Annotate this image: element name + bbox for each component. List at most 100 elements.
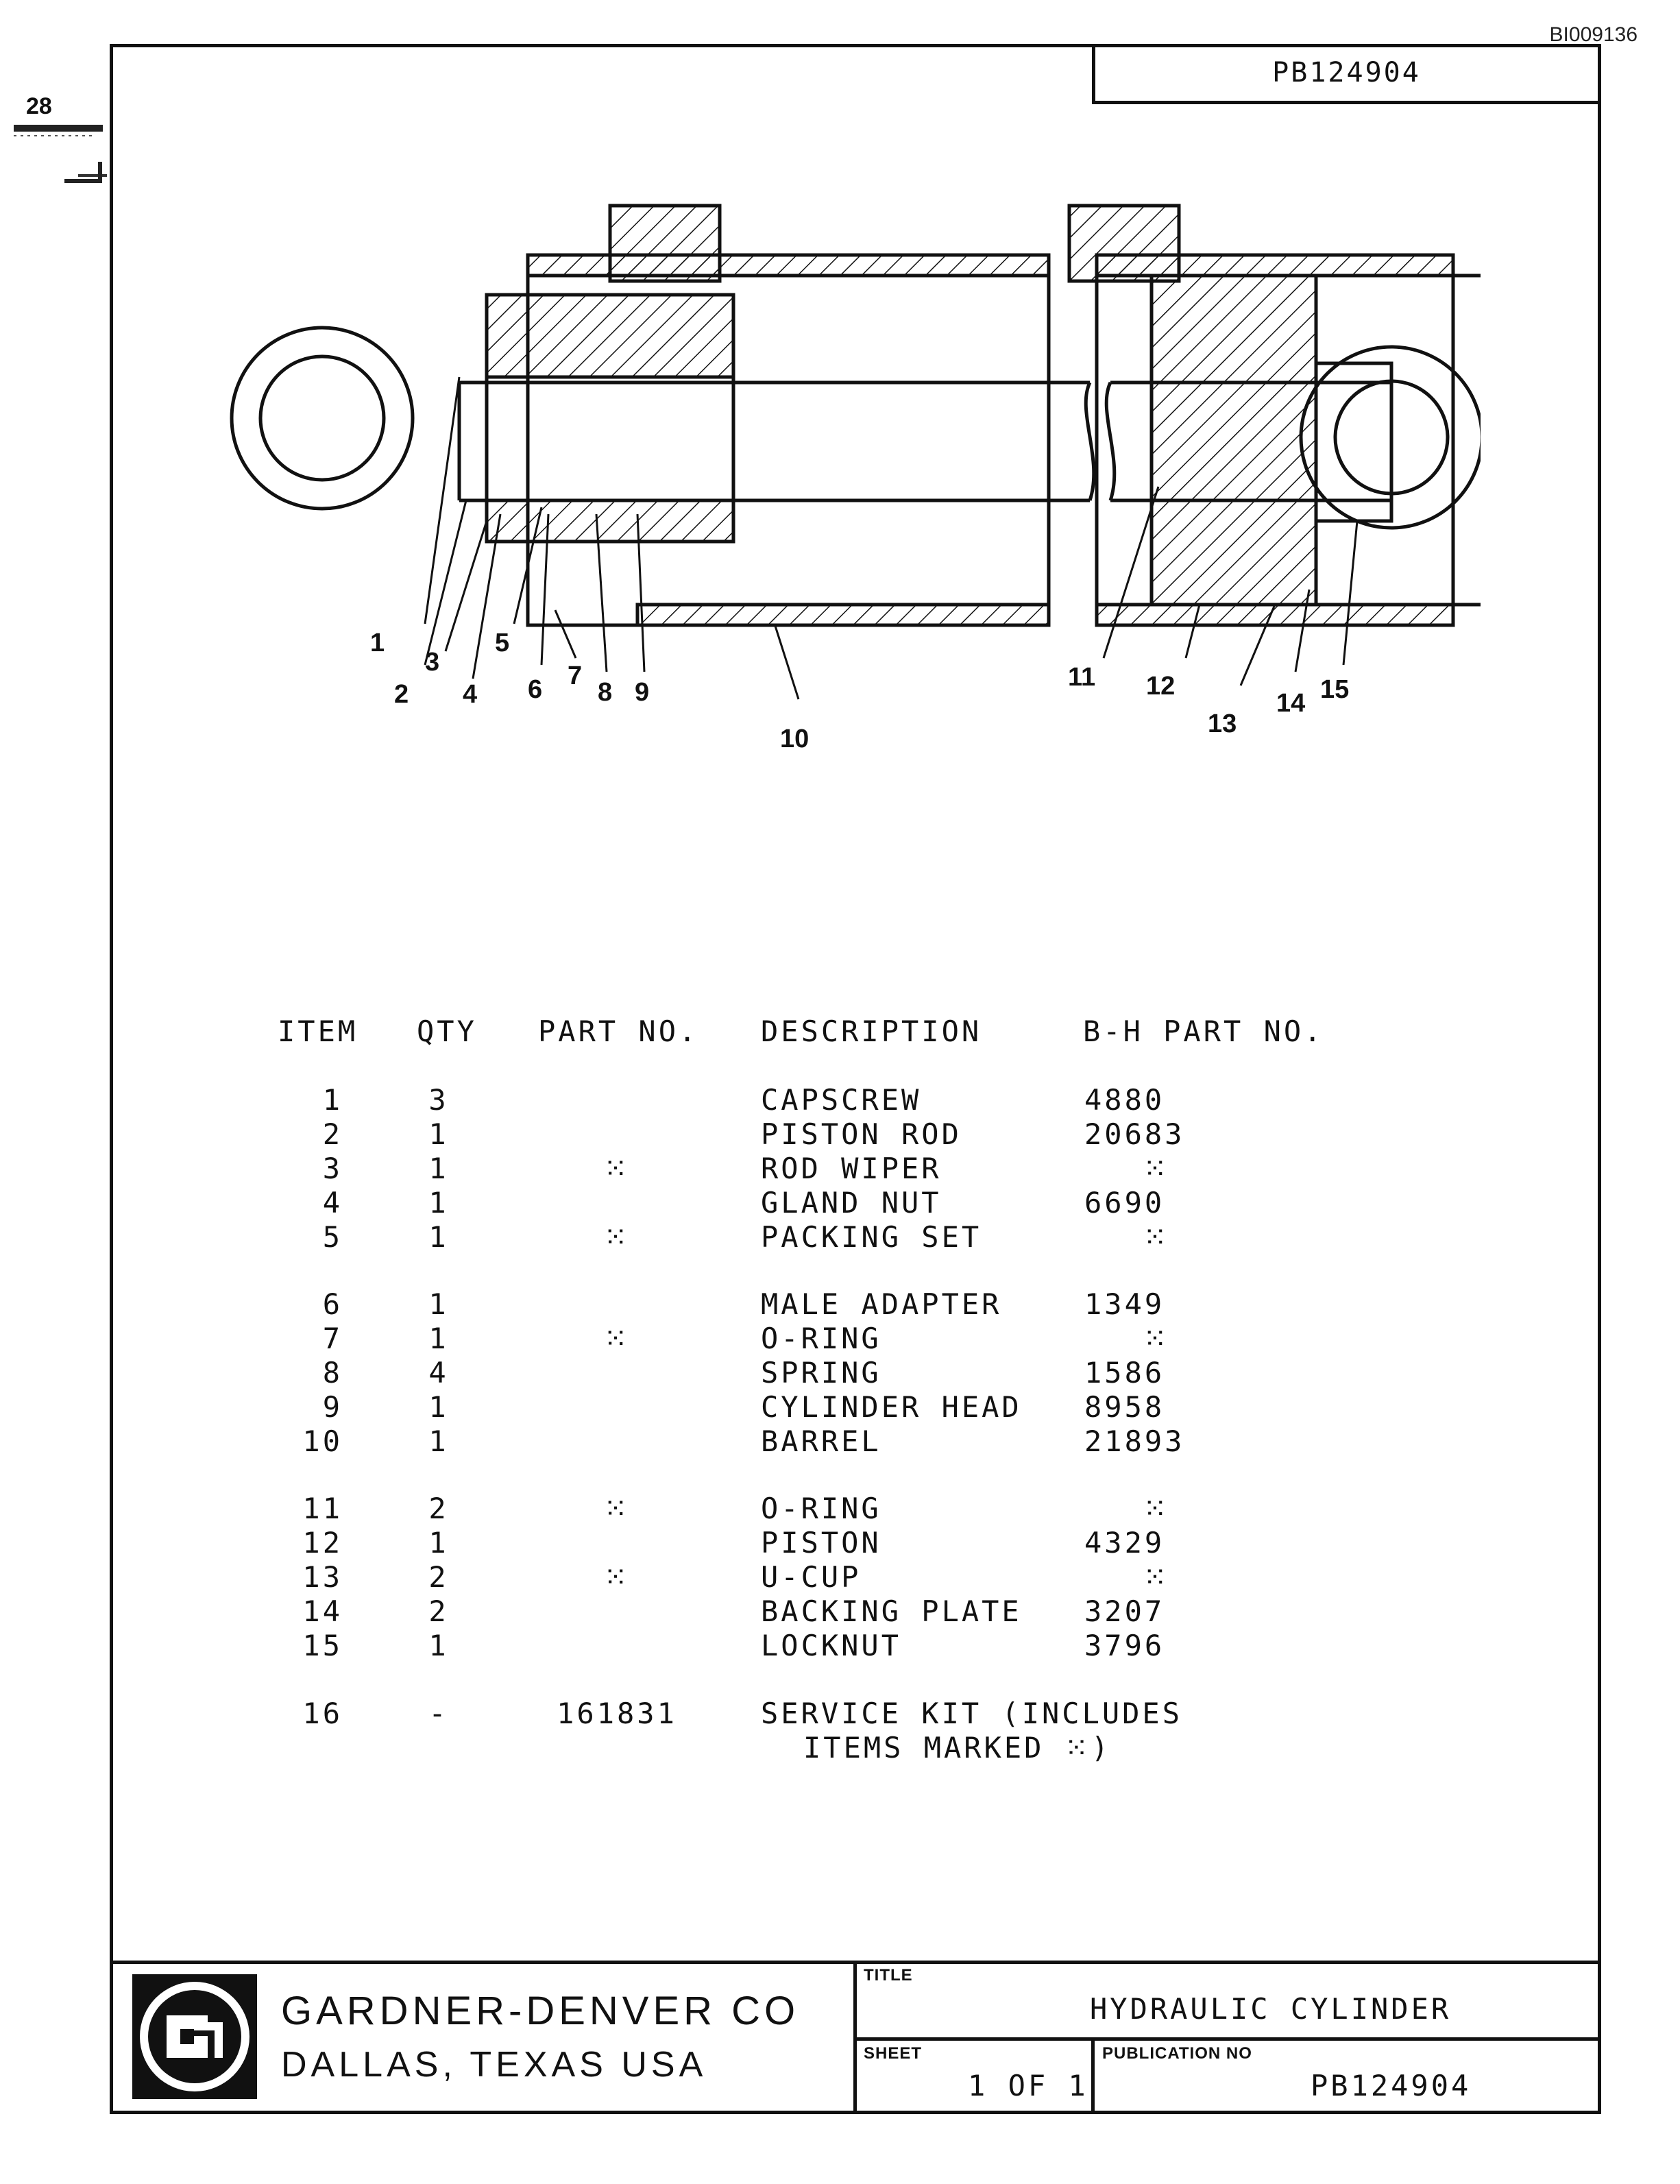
- item-bh-part-no: 1586: [1084, 1356, 1165, 1390]
- port-left: [608, 204, 722, 283]
- publication-number-box: PB124904: [1092, 44, 1601, 104]
- table-row: 2 1 PISTON ROD 20683: [0, 1117, 1680, 1152]
- table-row: 15 1 LOCKNUT 3796: [0, 1629, 1680, 1663]
- callout-14: 14: [1276, 689, 1305, 718]
- column-header-bh-part-no: B-H PART NO.: [1083, 1015, 1324, 1048]
- publication-number: PB124904: [1311, 2069, 1472, 2102]
- callout-4: 4: [463, 680, 477, 709]
- item-part-no: ⁙: [603, 1492, 631, 1525]
- item-bh-part-no: 8958: [1084, 1390, 1165, 1424]
- item-number: 1: [322, 1083, 343, 1117]
- table-row: 13 2 ⁙ U-CUP ⁙: [0, 1560, 1680, 1594]
- item-bh-part-no: 6690: [1084, 1186, 1165, 1220]
- margin-mark-text: 28: [26, 93, 52, 119]
- item-part-no: 161831: [557, 1697, 677, 1730]
- item-description: CAPSCREW: [761, 1083, 922, 1117]
- item-qty: 1: [428, 1220, 449, 1254]
- callout-13: 13: [1208, 709, 1237, 738]
- publication-label: PUBLICATION NO: [1102, 2044, 1252, 2063]
- callout-3: 3: [425, 648, 439, 677]
- table-row: 10 1 BARREL 21893: [0, 1424, 1680, 1459]
- item-bh-part-no: 4880: [1084, 1083, 1165, 1117]
- item-description: LOCKNUT: [761, 1629, 902, 1662]
- item-qty: 2: [428, 1492, 449, 1525]
- item-description: BARREL: [761, 1424, 881, 1458]
- item-bh-part-no: ⁙: [1143, 1152, 1170, 1185]
- sheet-label: SHEET: [864, 2044, 923, 2063]
- company-location: DALLAS, TEXAS USA: [281, 2045, 707, 2085]
- item-description: U-CUP: [761, 1560, 862, 1594]
- rod-end-eye: [230, 326, 415, 511]
- item-number: 2: [322, 1117, 343, 1151]
- sheet-number: 1 OF 1: [968, 2069, 1088, 2102]
- item-qty: 1: [428, 1186, 449, 1220]
- item-qty: 1: [428, 1424, 449, 1458]
- table-row: 14 2 BACKING PLATE 3207: [0, 1594, 1680, 1629]
- item-description: CYLINDER HEAD: [761, 1390, 1022, 1424]
- item-number: 9: [322, 1390, 343, 1424]
- item-description: SPRING: [761, 1356, 881, 1390]
- table-row: 4 1 GLAND NUT 6690: [0, 1186, 1680, 1220]
- gardner-denver-logo-icon: [132, 1974, 257, 2099]
- item-qty: 1: [428, 1526, 449, 1560]
- drawing-title: HYDRAULIC CYLINDER: [1090, 1992, 1452, 2026]
- table-row-continuation: ITEMS MARKED ⁙): [0, 1731, 1680, 1765]
- item-number: 12: [302, 1526, 343, 1560]
- item-qty: 2: [428, 1594, 449, 1628]
- company-name: GARDNER-DENVER CO: [281, 1989, 800, 2033]
- table-row: 7 1 ⁙ O-RING ⁙: [0, 1322, 1680, 1356]
- item-qty: -: [428, 1697, 449, 1730]
- item-qty: 2: [428, 1560, 449, 1594]
- callout-8: 8: [598, 678, 612, 707]
- item-description: ROD WIPER: [761, 1152, 942, 1185]
- table-row: 6 1 MALE ADAPTER 1349: [0, 1287, 1680, 1322]
- item-bh-part-no: 21893: [1084, 1424, 1185, 1458]
- item-number: 13: [302, 1560, 343, 1594]
- column-header-qty: QTY: [417, 1015, 477, 1048]
- callout-11: 11: [1068, 663, 1095, 692]
- callout-9: 9: [635, 678, 649, 707]
- table-row: 3 1 ⁙ ROD WIPER ⁙: [0, 1152, 1680, 1186]
- item-qty: 1: [428, 1152, 449, 1185]
- callout-6: 6: [528, 675, 542, 704]
- item-bh-part-no: 3207: [1084, 1594, 1165, 1628]
- title-block-divider: [1091, 2037, 1095, 2114]
- item-number: 6: [322, 1287, 343, 1321]
- item-description: GLAND NUT: [761, 1186, 942, 1220]
- piston: [1149, 274, 1318, 607]
- item-bh-part-no: ⁙: [1143, 1220, 1170, 1254]
- locknut: [1314, 361, 1393, 523]
- item-number: 4: [322, 1186, 343, 1220]
- item-qty: 1: [428, 1287, 449, 1321]
- document-id: BI009136: [1549, 23, 1638, 46]
- callout-12: 12: [1146, 672, 1175, 701]
- item-description: PACKING SET: [761, 1220, 982, 1254]
- item-number: 7: [322, 1322, 343, 1355]
- callout-15: 15: [1320, 675, 1349, 704]
- title-label: TITLE: [864, 1966, 913, 1985]
- item-number: 3: [322, 1152, 343, 1185]
- service-kit-note: ITEMS MARKED ⁙): [803, 1731, 1112, 1764]
- table-row: 1 3 CAPSCREW 4880: [0, 1083, 1680, 1117]
- column-header-part-no: PART NO.: [538, 1015, 699, 1048]
- item-number: 10: [302, 1424, 343, 1458]
- table-row: 11 2 ⁙ O-RING ⁙: [0, 1492, 1680, 1526]
- table-row: 9 1 CYLINDER HEAD 8958: [0, 1390, 1680, 1424]
- item-description: PISTON: [761, 1526, 881, 1560]
- item-description: MALE ADAPTER: [761, 1287, 1002, 1321]
- callout-1: 1: [370, 629, 385, 657]
- item-bh-part-no: ⁙: [1143, 1560, 1170, 1594]
- item-bh-part-no: ⁙: [1143, 1492, 1170, 1525]
- item-part-no: ⁙: [603, 1152, 631, 1185]
- callout-2: 2: [394, 680, 409, 709]
- piston-rod: [457, 380, 1090, 502]
- item-qty: 1: [428, 1322, 449, 1355]
- item-qty: 1: [428, 1390, 449, 1424]
- port-right: [1067, 204, 1181, 283]
- column-header-item: ITEM: [278, 1015, 358, 1048]
- item-qty: 4: [428, 1356, 449, 1390]
- item-qty: 3: [428, 1083, 449, 1117]
- item-description: O-RING: [761, 1322, 881, 1355]
- hydraulic-cylinder-section-drawing: 1 2 3 4 5 6 7 8 9 10 11 12 13 14 15: [230, 204, 1481, 753]
- item-part-no: ⁙: [603, 1322, 631, 1355]
